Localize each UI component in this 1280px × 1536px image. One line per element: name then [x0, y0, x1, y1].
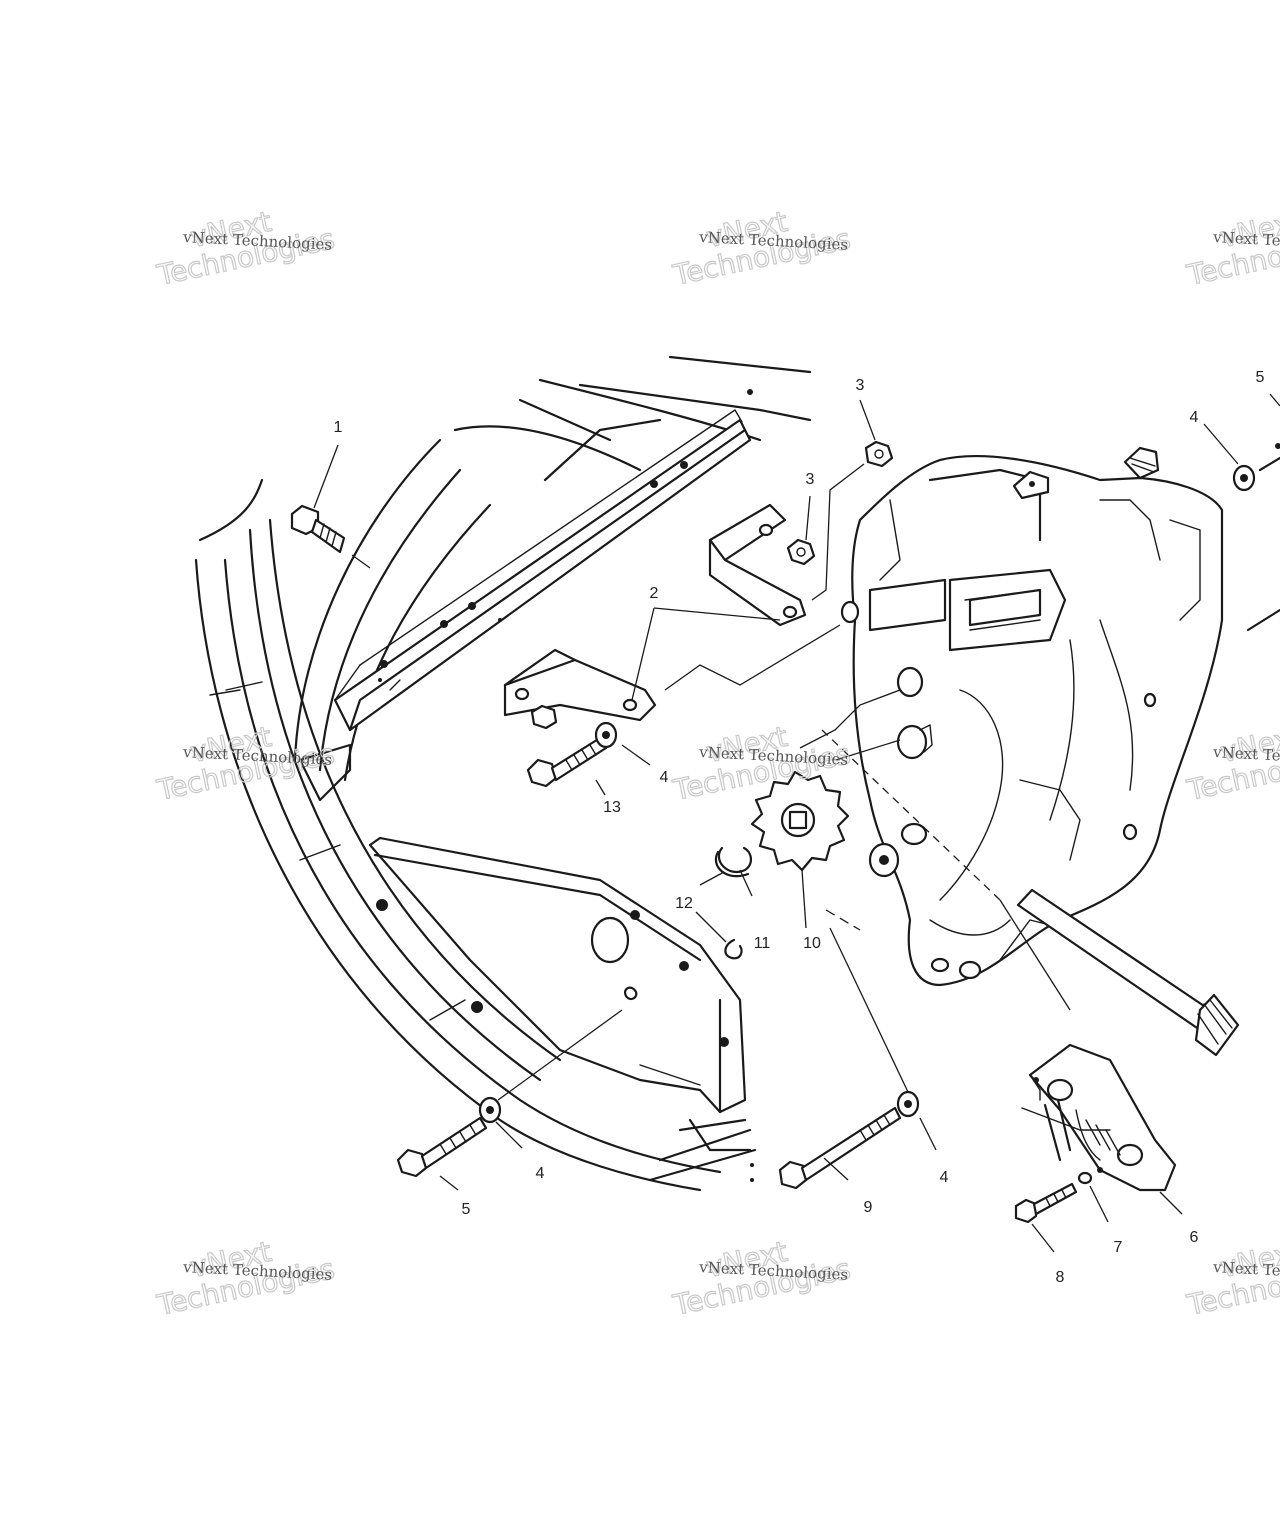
bolt-9 [778, 1090, 920, 1190]
callout-12: 12 [675, 895, 693, 912]
upper-mount-bracket [708, 503, 807, 627]
callout-4-bracket: 4 [660, 769, 669, 786]
callout-2: 2 [650, 585, 659, 602]
bolt-8 [1014, 1182, 1078, 1224]
flange-nut-upper [864, 440, 894, 468]
bolt-5 [396, 1096, 502, 1178]
callout-8: 8 [1056, 1269, 1065, 1286]
callout-10: 10 [803, 935, 821, 952]
washer-7 [1077, 1171, 1093, 1185]
mount-channel-rail [333, 409, 752, 732]
pin-clip [624, 986, 638, 1001]
callout-3-lower: 3 [806, 471, 815, 488]
callout-9: 9 [864, 1199, 873, 1216]
callout-4-bolt5: 4 [536, 1165, 545, 1182]
output-shaft [1016, 888, 1240, 1057]
bolt-13 [526, 721, 618, 788]
bolt-1 [290, 504, 346, 554]
leader-lines [313, 393, 1280, 1253]
callout-3-upper: 3 [856, 377, 865, 394]
snap-ring-11 [714, 846, 752, 878]
callout-5-left: 5 [462, 1201, 471, 1218]
callout-11: 11 [754, 935, 771, 952]
callout-labels: 1 2 3 3 4 4 4 4 5 5 6 7 8 9 10 11 12 13 [334, 369, 1265, 1286]
flange-nut-lower [786, 538, 816, 566]
lower-gusset-plate [368, 836, 757, 1182]
flange-nut-bracket [530, 704, 558, 730]
callout-5-right: 5 [1256, 369, 1265, 386]
callout-7: 7 [1114, 1239, 1123, 1256]
snap-ring-12 [724, 938, 743, 960]
callout-4-right: 4 [1190, 409, 1199, 426]
bearing-cap [1021, 1043, 1177, 1192]
callout-1: 1 [334, 419, 343, 436]
transmission-housing [840, 446, 1280, 987]
washer-4-right [1232, 443, 1280, 492]
lower-mount-bracket [503, 648, 657, 722]
drive-sprocket [750, 770, 850, 872]
callout-6: 6 [1190, 1229, 1199, 1246]
callout-4-bolt9: 4 [940, 1169, 949, 1186]
callout-13: 13 [603, 799, 621, 816]
